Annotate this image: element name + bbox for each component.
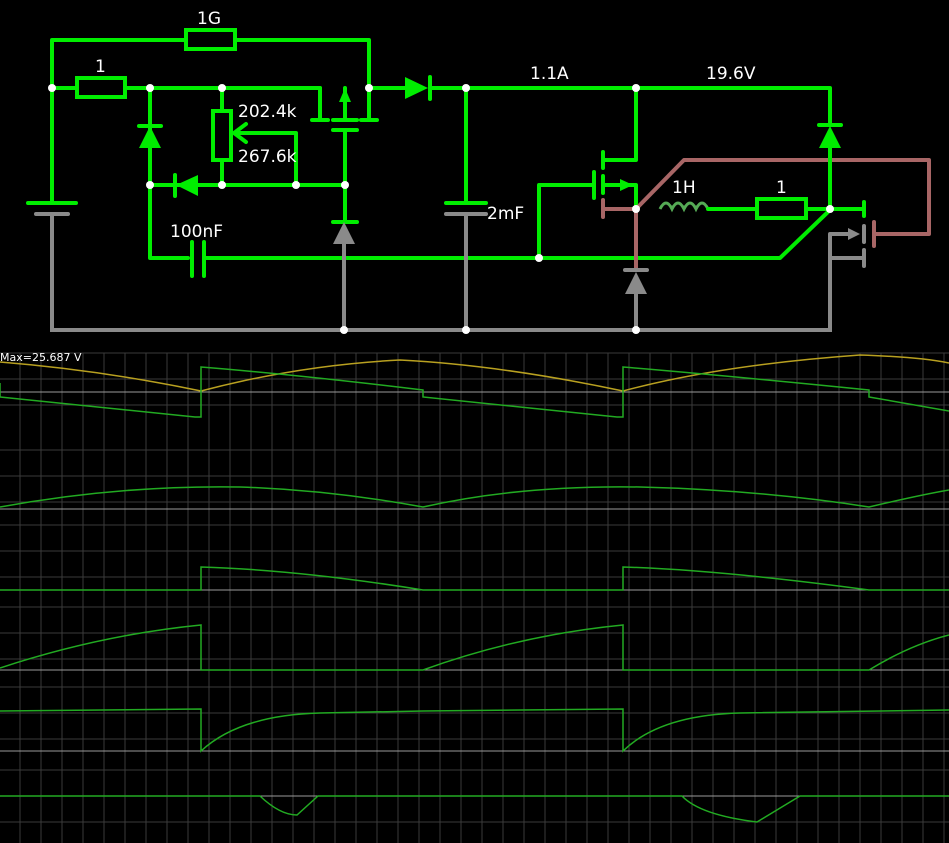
trace-5 <box>0 708 949 753</box>
diode-left-horizontal[interactable] <box>176 175 198 196</box>
resistor-1-label: 1 <box>95 57 106 77</box>
scope-grid <box>0 352 949 843</box>
pot-value-label: 202.4k <box>238 102 297 122</box>
trace-4 <box>0 624 949 671</box>
resistor-load-label: 1 <box>776 178 787 198</box>
capacitor-100nf[interactable] <box>190 240 206 278</box>
wire-top-loop[interactable] <box>50 38 371 205</box>
voltage-label: 19.6V <box>706 64 756 84</box>
trace-6 <box>0 795 949 823</box>
diode-left-vertical[interactable] <box>139 126 161 148</box>
trace-3 <box>0 566 949 591</box>
diode-right[interactable] <box>819 126 841 148</box>
trace-1 <box>0 366 949 418</box>
resistor-1g-label: 1G <box>197 9 221 29</box>
scope-max-label: Max=25.687 V <box>0 351 82 364</box>
trace-2 <box>0 486 949 508</box>
resistor-load[interactable] <box>755 197 808 220</box>
cap-big-label: 2mF <box>487 204 524 224</box>
resistor-1g[interactable] <box>184 28 237 51</box>
resistor-1[interactable] <box>75 76 127 99</box>
scope-panel[interactable]: Max=25.687 V <box>0 345 949 843</box>
current-label: 1.1A <box>530 64 569 84</box>
cap-small-label: 100nF <box>170 222 223 242</box>
circuit-schematic[interactable]: 1G 1 202.4k 267.6k 100nF 2mF 1.1A 19.6V … <box>0 0 949 345</box>
scope-traces <box>0 354 949 823</box>
pot-other-label: 267.6k <box>238 147 297 167</box>
junction-dots <box>48 84 834 334</box>
trace-voltage-max <box>0 354 949 392</box>
inductor-1h[interactable] <box>658 201 710 213</box>
capacitor-2mf[interactable] <box>444 86 488 205</box>
inductor-label: 1H <box>672 178 696 198</box>
potentiometer[interactable] <box>211 109 233 162</box>
diode-top[interactable] <box>405 77 428 99</box>
